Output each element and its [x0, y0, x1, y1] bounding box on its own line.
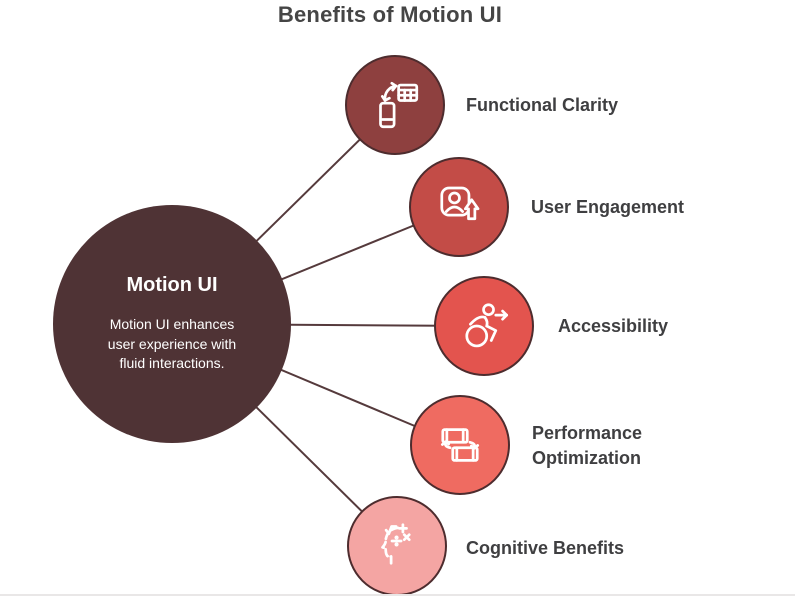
head-math-icon	[381, 523, 411, 566]
bottom-edge-divider	[0, 594, 795, 596]
node-label-functional-clarity: Functional Clarity	[466, 95, 619, 115]
node-label-accessibility: Accessibility	[558, 316, 669, 336]
node-label-performance-optimization: Performance Optimization	[532, 423, 643, 468]
center-node-motion-ui: Motion UI Motion UI enhances user experi…	[53, 205, 291, 443]
frames-cycle-icon	[440, 428, 480, 462]
node-user-engagement	[409, 157, 509, 257]
phone-to-table-swap-icon	[379, 81, 419, 129]
wheelchair-forward-icon	[465, 303, 509, 348]
node-cognitive-benefits	[347, 496, 447, 596]
node-accessibility	[434, 276, 534, 376]
page-title: Benefits of Motion UI	[277, 2, 503, 27]
node-performance-optimization	[410, 395, 510, 495]
center-node-title: Motion UI	[126, 273, 218, 296]
user-card-upload-icon	[440, 186, 480, 221]
node-label-cognitive-benefits: Cognitive Benefits	[466, 538, 625, 558]
center-node-description: Motion UI enhances user experience with …	[107, 315, 237, 372]
node-label-user-engagement: User Engagement	[531, 197, 685, 217]
node-functional-clarity	[345, 55, 445, 155]
